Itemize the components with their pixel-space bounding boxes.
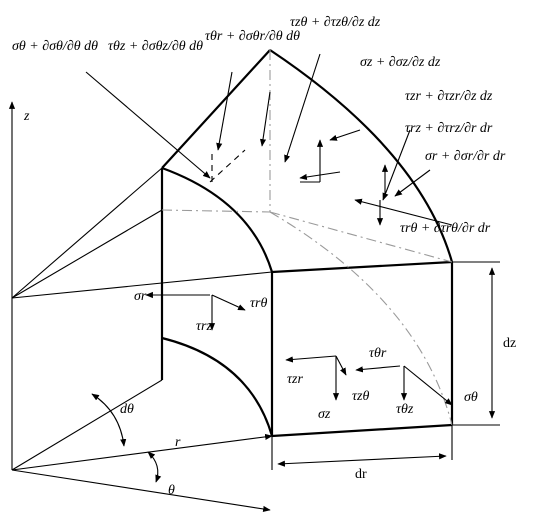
sigma-r-inc-arrow xyxy=(394,169,431,197)
tau-zr-inc-arrow xyxy=(299,171,341,181)
hidden-bottom-back xyxy=(269,211,453,263)
tau-zr-inc-label: τzr + ∂τzr/∂z dz xyxy=(405,89,493,104)
sigma-z-label: σz xyxy=(318,407,331,422)
top-radial-line xyxy=(11,271,273,299)
hidden-left-horizontal xyxy=(161,209,271,213)
top-inner-radial-line xyxy=(11,209,163,299)
sigma-z-inc-arrow xyxy=(329,129,361,141)
tau-theta-r-label: τθr xyxy=(369,346,387,361)
coordinate-axes xyxy=(8,101,273,512)
sigma-r-inc-label: σr + ∂σr/∂r dr xyxy=(425,149,506,164)
tau-theta-z-inc-arrow xyxy=(216,71,233,151)
tau-zr-arrow xyxy=(285,355,337,363)
element-body xyxy=(160,49,454,438)
sigma-theta-label: σθ xyxy=(464,390,478,405)
sigma-r-label: σr xyxy=(134,289,147,304)
tau-r-theta-inc-arrow xyxy=(354,198,453,226)
tau-theta-z-label: τθz xyxy=(396,402,414,417)
inner-bottom-arc xyxy=(161,336,274,437)
theta-label: θ xyxy=(168,483,175,498)
text-labels: z r θ dθ dz dr σr τrθ τrz τθr τzr τzθ τθ… xyxy=(12,15,516,498)
tau-theta-r-inc-arrow xyxy=(259,91,271,147)
dtheta-arc xyxy=(91,393,127,447)
tau-rz-inc-label: τrz + ∂τrz/∂r dr xyxy=(405,121,493,136)
top-back-radial-line xyxy=(11,167,163,299)
tau-z-theta-label: τzθ xyxy=(352,389,369,404)
tau-rz-label: τrz xyxy=(196,319,212,334)
dashed-top-1 xyxy=(209,149,246,183)
hidden-bottom-arc xyxy=(269,211,453,426)
tau-z-theta-inc-arrow xyxy=(284,53,321,163)
top-front-edge xyxy=(271,260,453,274)
tau-rz-inc-arrow xyxy=(382,129,411,201)
hidden-lines xyxy=(161,50,453,426)
r-axis-label: r xyxy=(175,435,181,450)
outer-top-arc xyxy=(269,49,454,263)
tau-r-theta-inc-label: τrθ + ∂τrθ/∂r dr xyxy=(400,221,491,236)
bottom-front-edge xyxy=(271,423,453,438)
dimension-lines xyxy=(271,261,500,470)
top-face-vectors xyxy=(85,53,453,226)
top-left-edge xyxy=(161,49,271,169)
inner-radial-line-bottom xyxy=(11,379,163,471)
dr-label: dr xyxy=(355,467,367,482)
sigma-theta-inc-label: σθ + ∂σθ/∂θ dθ xyxy=(12,39,98,54)
inner-face-vectors xyxy=(145,291,246,331)
inner-top-arc xyxy=(161,166,274,273)
dtheta-label: dθ xyxy=(120,402,134,417)
tau-r-theta-arrow xyxy=(211,294,246,311)
sigma-z-inc-label: σz + ∂σz/∂z dz xyxy=(360,55,441,70)
tau-zr-label: τzr xyxy=(287,372,303,387)
dz-label: dz xyxy=(503,336,516,351)
tau-r-theta-label: τrθ xyxy=(250,296,267,311)
lower-radial-axis xyxy=(11,469,271,512)
tau-theta-r-arrow xyxy=(355,365,401,373)
dr-dimension-arrow xyxy=(277,453,447,467)
r-axis xyxy=(11,433,273,471)
angle-arcs xyxy=(91,393,162,483)
tau-theta-z-inc-label: τθz + ∂σθz/∂θ dθ xyxy=(108,39,203,54)
tau-z-theta-inc-label: τzθ + ∂τzθ/∂z dz xyxy=(290,15,381,30)
sigma-theta-arrow xyxy=(403,365,453,406)
theta-arc xyxy=(147,451,162,483)
front-face-vectors xyxy=(285,355,453,406)
sigma-theta-inc-arrow xyxy=(85,71,211,179)
z-axis-label: z xyxy=(23,109,30,124)
tau-theta-r-inc-label: τθr + ∂σθr/∂θ dθ xyxy=(205,29,300,44)
tau-z-theta-arrow xyxy=(335,355,347,376)
